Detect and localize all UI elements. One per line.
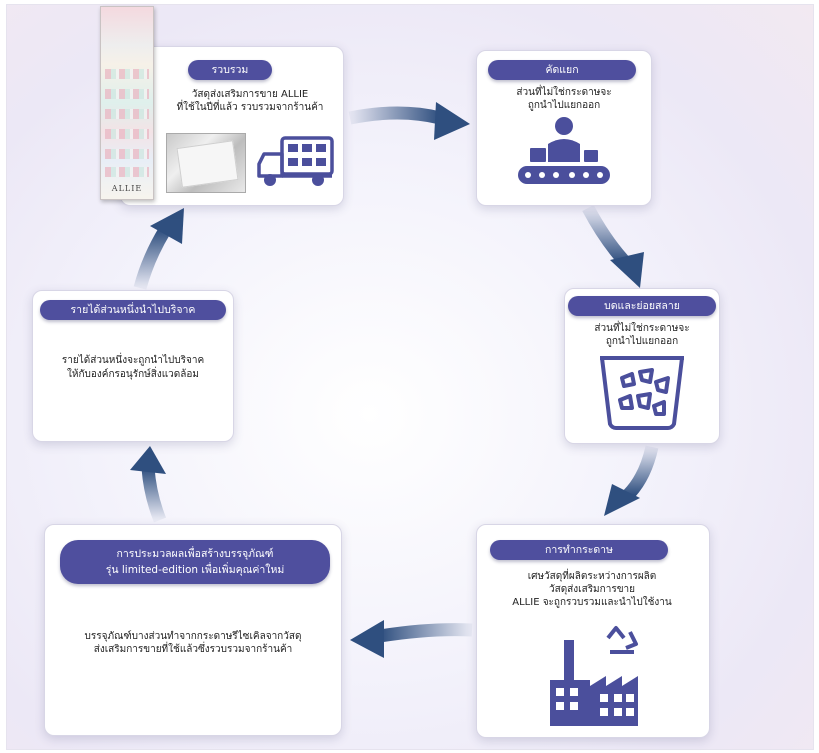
step-shred-title: บดและย่อยสลาย [568, 296, 716, 316]
step-shred-text-2: ถูกนำไปแยกออก [605, 336, 679, 347]
step-papermaking-text-1: เศษวัสดุที่ผลิตระหว่างการผลิต [527, 571, 657, 582]
step-donate-title: รายได้ส่วนหนึ่งนำไปบริจาค [40, 300, 226, 320]
step-package-title-box: การประมวลผลเพื่อสร้างบรรจุภัณฑ์ รุ่น lim… [60, 540, 330, 584]
arrow-package-to-donate [141, 467, 167, 523]
arrow-sort-to-shred [582, 204, 630, 267]
collected-materials-photo [166, 133, 246, 193]
step-collect-text-1: วัสดุส่งเสริมการขาย ALLIE [191, 89, 309, 100]
arrow-shred-to-papermaking [623, 445, 659, 500]
arrow-head-shred-to-papermaking [604, 484, 640, 516]
step-papermaking-title: การทำกระดาษ [490, 540, 668, 560]
step-papermaking-text-3: ALLIE จะถูกรวบรวมและนำไปใช้งาน [512, 597, 672, 608]
arrow-head-donate-to-collect [150, 208, 184, 244]
arrow-head-collect-to-sort [434, 102, 470, 140]
delivery-truck-icon [257, 136, 334, 186]
arrow-head-package-to-donate [130, 446, 166, 474]
step-donate-text-1: รายได้ส่วนหนึ่งจะถูกนำไปบริจาค [61, 355, 205, 366]
step-package-title-2: รุ่น limited-edition เพื่อเพิ่มคุณค่าใหม… [105, 564, 285, 576]
step-sort-text-1: ส่วนที่ไม่ใช่กระดาษจะ [516, 87, 612, 98]
step-shred-text-1: ส่วนที่ไม่ใช่กระดาษจะ [594, 323, 690, 334]
step-papermaking-text-2: วัสดุส่งเสริมการขาย [548, 584, 636, 595]
display-brand-logo: ALLIE [111, 184, 143, 193]
step-collect-text-2: ที่ใช้ในปีที่แล้ว รวบรวมจากร้านค้า [176, 102, 324, 113]
arrow-head-sort-to-shred [610, 252, 644, 288]
conveyor-worker-icon [518, 117, 610, 184]
step-sort-text-2: ถูกนำไปแยกออก [527, 100, 601, 111]
step-package-text-2: ส่งเสริมการขายที่ใช้แล้วซึ่งรวบรวมจากร้า… [93, 644, 293, 655]
step-donate-text-2: ให้กับองค์กรอนุรักษ์สิ่งแวดล้อม [66, 369, 199, 380]
step-package-title-1: การประมวลผลเพื่อสร้างบรรจุภัณฑ์ [116, 548, 274, 560]
arrow-collect-to-sort [348, 106, 442, 125]
step-package-text-1: บรรจุภัณฑ์บางส่วนทำจากกระดาษรีไซเคิลจากว… [84, 631, 302, 642]
step-collect-title: รวบรวม [188, 60, 272, 80]
recycling-factory-icon [550, 626, 638, 726]
arrow-donate-to-collect [133, 226, 171, 290]
arrow-papermaking-to-package [378, 623, 473, 643]
arrow-head-papermaking-to-package [350, 620, 384, 658]
step-sort-title: คัดแยก [488, 60, 636, 80]
shredding-bin-icon [600, 356, 684, 430]
allie-display-stand-image: ALLIE [100, 6, 154, 200]
